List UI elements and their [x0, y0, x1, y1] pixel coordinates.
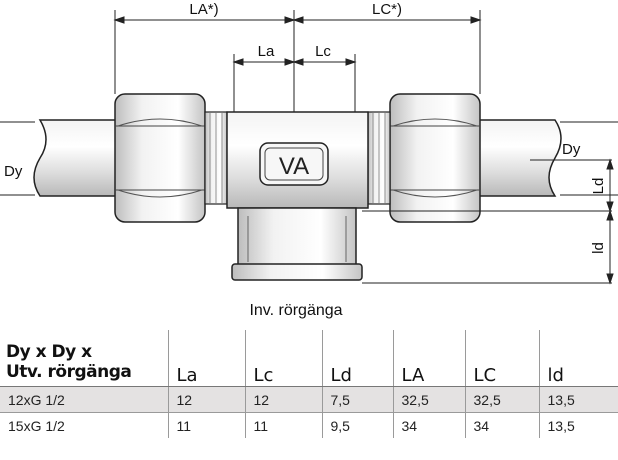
cell-La: 12	[167, 386, 245, 413]
dimensions-table: Dy x Dy x Utv. rörgänga La Lc Ld LA LC l…	[0, 330, 618, 438]
column-header-LA: LA	[392, 330, 465, 387]
dim-label-La: La	[258, 43, 275, 60]
extension-lines	[114, 10, 612, 284]
table-row: 12xG 1/2 12 12 7,5 32,5 32,5 13,5	[0, 386, 618, 413]
table-row: 15xG 1/2 11 11 9,5 34 34 13,5	[0, 412, 618, 438]
cell-ld: 13,5	[538, 412, 618, 438]
dim-label-LC: LC*)	[372, 1, 402, 18]
cell-LC: 32,5	[464, 386, 539, 413]
column-header-ld: ld	[538, 330, 618, 387]
left-compression-nut	[114, 93, 228, 223]
cell-Lc: 11	[244, 412, 322, 438]
column-header-LC: LC	[464, 330, 539, 387]
va-stamp: VA	[279, 153, 309, 180]
dim-label-dy-right: Dy	[562, 141, 581, 158]
pipe-right	[465, 119, 562, 197]
dim-label-dy-left: Dy	[4, 163, 23, 180]
pipe-left	[33, 119, 126, 197]
dim-label-Lc: Lc	[315, 43, 331, 60]
table-title-line1: Dy x Dy x	[6, 342, 92, 362]
dim-label-LA: LA*)	[189, 1, 218, 18]
row-size: 12xG 1/2	[0, 386, 168, 413]
cell-La: 11	[167, 412, 245, 438]
table-title-line2: Utv. rörgänga	[6, 362, 132, 382]
column-header-La: La	[167, 330, 245, 387]
tee-fitting-drawing: VA LA*) LC*) La Lc Dy Dy Ld ld	[0, 1, 618, 285]
cell-LA: 32,5	[392, 386, 465, 413]
dim-label-ld: ld	[590, 242, 607, 254]
thread-caption: Inv. rörgänga	[249, 302, 343, 319]
table-title: Dy x Dy x Utv. rörgänga	[0, 330, 168, 387]
cell-LA: 34	[392, 412, 465, 438]
cell-Ld: 9,5	[321, 412, 393, 438]
row-size: 15xG 1/2	[8, 417, 65, 434]
tee-body	[226, 111, 369, 281]
cell-Ld: 7,5	[321, 386, 393, 413]
column-header-Lc: Lc	[244, 330, 322, 387]
cell-ld: 13,5	[538, 386, 618, 413]
right-compression-nut	[367, 93, 481, 223]
column-header-Ld: Ld	[321, 330, 393, 387]
cell-LC: 34	[464, 412, 539, 438]
dimension-lines	[113, 16, 614, 285]
dim-label-Ld: Ld	[590, 178, 607, 195]
cell-Lc: 12	[244, 386, 322, 413]
